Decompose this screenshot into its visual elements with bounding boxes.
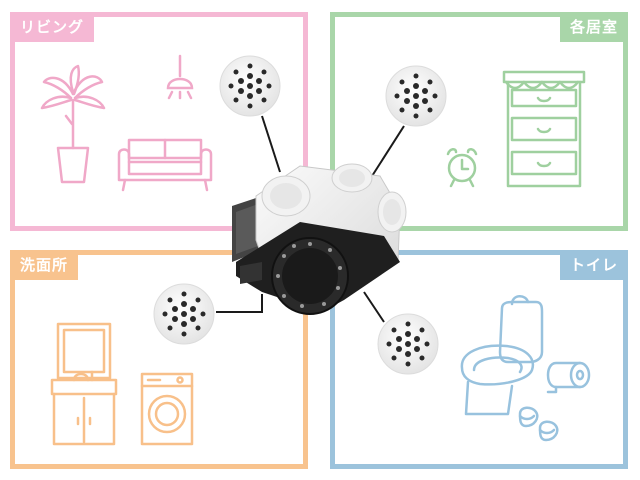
connector-line-living <box>261 115 281 173</box>
room-label-bedroom: 各居室 <box>559 12 628 42</box>
slippers-icon <box>518 406 559 442</box>
toilet-icon <box>460 295 544 416</box>
vent-grille-washroom <box>153 283 215 345</box>
chest-of-drawers-icon <box>502 70 586 188</box>
potted-plant-icon <box>40 64 106 184</box>
sofa-icon <box>117 138 213 192</box>
connector-line-washroom <box>216 294 263 313</box>
washing-machine-icon <box>140 372 194 446</box>
room-toilet: トイレ <box>330 250 628 469</box>
vent-grille-living <box>219 55 281 117</box>
room-living: リビング <box>10 12 308 231</box>
ventilation-fan-unit <box>232 163 407 315</box>
room-label-living: リビング <box>10 12 95 42</box>
toilet-paper-icon <box>546 361 591 394</box>
vanity-sink-icon <box>50 322 118 446</box>
room-washroom: 洗面所 <box>10 250 308 469</box>
room-label-washroom: 洗面所 <box>10 250 79 280</box>
vent-grille-toilet <box>377 313 439 375</box>
connector-line-toilet <box>363 291 385 323</box>
ceiling-lamp-icon <box>166 54 194 100</box>
room-bedroom: 各居室 <box>330 12 628 231</box>
vent-grille-bedroom <box>385 65 447 127</box>
alarm-clock-icon <box>446 148 478 188</box>
room-label-toilet: トイレ <box>559 250 628 280</box>
